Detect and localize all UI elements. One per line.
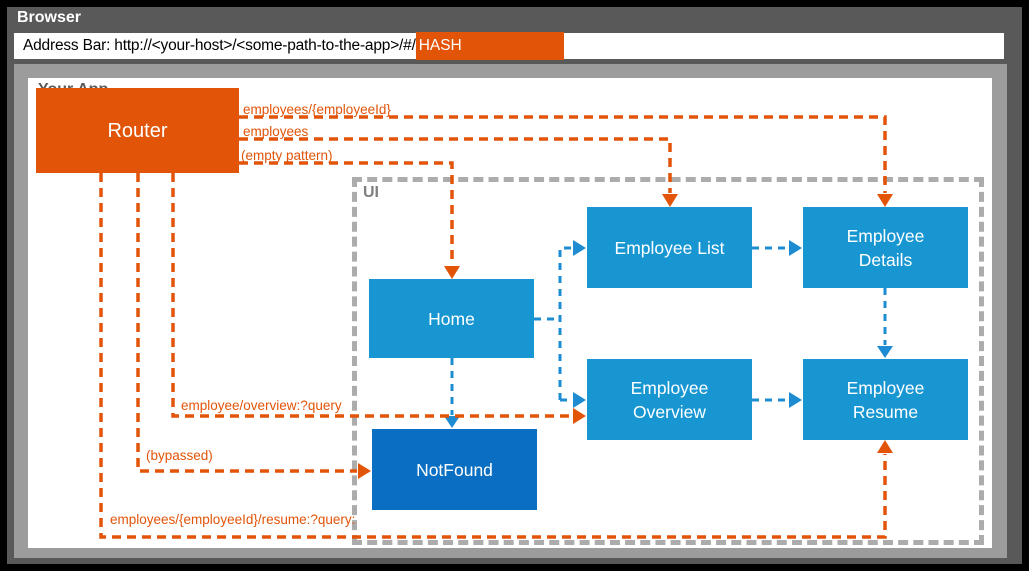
route-label-employee-id: employees/{employeeId} <box>243 102 391 117</box>
route-label-bypassed: (bypassed) <box>146 448 213 463</box>
home-node: Home <box>369 279 534 358</box>
hash-highlight: HASH <box>415 32 564 60</box>
route-label-empty-pattern: (empty pattern) <box>241 148 333 163</box>
employee-overview-node: Employee Overview <box>587 359 752 440</box>
notfound-node: NotFound <box>372 429 537 510</box>
address-bar-url: Address Bar: http://<your-host>/<some-pa… <box>23 37 416 54</box>
route-label-overview-query: employee/overview:?query <box>181 398 342 413</box>
ui-label: UI <box>363 184 379 201</box>
employee-list-node: Employee List <box>587 207 752 288</box>
browser-title: Browser <box>17 9 82 26</box>
route-label-employees: employees <box>243 124 309 139</box>
address-bar-input[interactable]: Address Bar: http://<your-host>/<some-pa… <box>14 32 1004 60</box>
router-node: Router <box>36 88 239 173</box>
employee-details-node: Employee Details <box>803 207 968 288</box>
route-label-resume-query: employees/{employeeId}/resume:?query: <box>110 512 356 527</box>
employee-resume-node: Employee Resume <box>803 359 968 440</box>
